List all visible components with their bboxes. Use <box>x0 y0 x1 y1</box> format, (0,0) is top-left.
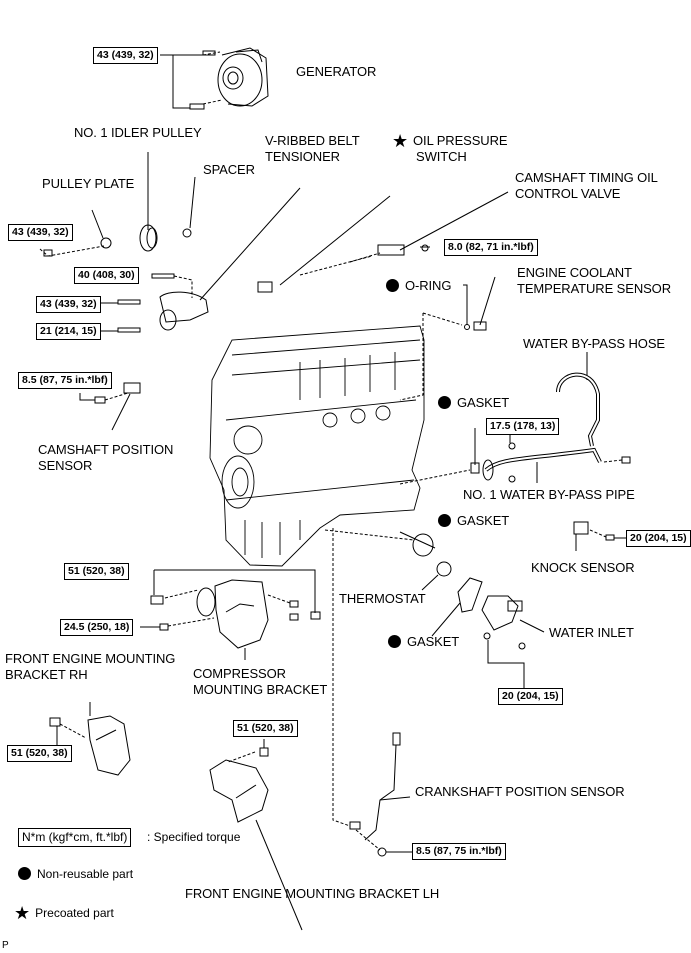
label-belt-tensioner-line2: TENSIONER <box>265 149 340 164</box>
label-crank-pos-sensor: CRANKSHAFT POSITION SENSOR <box>415 784 625 799</box>
precoated-star-icon: ★ <box>392 131 409 151</box>
label-bypass-pipe: NO. 1 WATER BY-PASS PIPE <box>463 487 635 502</box>
label-o-ring-text: O-RING <box>405 278 452 293</box>
label-mount-rh-line2: BRACKET RH <box>5 667 88 682</box>
torque-pulley-plate: 43 (439, 32) <box>8 224 73 241</box>
torque-cam-pos-sensor: 8.5 (87, 75 in.*lbf) <box>18 372 112 389</box>
label-cam-pos-sensor-line1: CAMSHAFT POSITION <box>38 442 174 457</box>
torque-compressor-low: 24.5 (250, 18) <box>60 619 134 636</box>
label-gasket-upper: GASKET <box>438 395 509 411</box>
label-pulley-plate: PULLEY PLATE <box>42 176 135 191</box>
label-water-inlet: WATER INLET <box>549 625 634 640</box>
label-o-ring: O-RING <box>386 278 451 294</box>
legend-torque-desc: : Specified torque <box>147 830 241 844</box>
label-oil-pressure-switch-line2: SWITCH <box>416 149 467 164</box>
label-generator: GENERATOR <box>296 64 377 79</box>
label-knock-sensor: KNOCK SENSOR <box>531 560 635 575</box>
torque-bypass-pipe: 17.5 (178, 13) <box>486 418 560 435</box>
label-compressor-bracket-line2: MOUNTING BRACKET <box>193 682 328 697</box>
non-reusable-dot-icon <box>386 279 399 292</box>
torque-mount-rh: 51 (520, 38) <box>7 745 72 762</box>
torque-tensioner-mid: 43 (439, 32) <box>36 296 101 313</box>
label-oil-pressure-switch: ★ OIL PRESSURE <box>392 131 508 151</box>
torque-tensioner-low: 21 (214, 15) <box>36 323 101 340</box>
label-gasket-mid: GASKET <box>438 513 509 529</box>
torque-water-inlet: 20 (204, 15) <box>498 688 563 705</box>
torque-ocv: 8.0 (82, 71 in.*lbf) <box>444 239 538 256</box>
torque-compressor-top: 51 (520, 38) <box>64 563 129 580</box>
label-spacer: SPACER <box>203 162 255 177</box>
label-coolant-sensor-line1: ENGINE COOLANT <box>517 265 632 280</box>
label-ocv-line2: CONTROL VALVE <box>515 186 621 201</box>
torque-crank-pos-sensor: 8.5 (87, 75 in.*lbf) <box>412 843 506 860</box>
label-compressor-bracket-line1: COMPRESSOR <box>193 666 286 681</box>
label-bypass-hose: WATER BY-PASS HOSE <box>523 336 665 351</box>
legend-precoated-text: Precoated part <box>35 906 114 920</box>
legend-non-reusable-text: Non-reusable part <box>37 867 134 881</box>
label-gasket-lower-text: GASKET <box>407 634 460 649</box>
torque-mount-lh: 51 (520, 38) <box>233 720 298 737</box>
label-oil-pressure-switch-line1: OIL PRESSURE <box>413 133 508 148</box>
label-thermostat: THERMOSTAT <box>339 591 426 606</box>
non-reusable-dot-icon <box>438 396 451 409</box>
non-reusable-dot-icon <box>18 867 31 880</box>
label-gasket-lower: GASKET <box>388 634 459 650</box>
legend-precoated: ★ Precoated part <box>14 903 114 923</box>
label-cam-pos-sensor-line2: SENSOR <box>38 458 93 473</box>
engine-block <box>209 325 425 567</box>
torque-tensioner-top: 40 (408, 30) <box>74 267 139 284</box>
non-reusable-dot-icon <box>438 514 451 527</box>
legend-torque-unit: N*m (kgf*cm, ft.*lbf) <box>18 828 132 847</box>
footer-code: P <box>2 940 9 951</box>
precoated-star-icon: ★ <box>14 903 31 923</box>
label-gasket-mid-text: GASKET <box>457 513 510 528</box>
label-ocv-line1: CAMSHAFT TIMING OIL <box>515 170 658 185</box>
label-coolant-sensor-line2: TEMPERATURE SENSOR <box>517 281 671 296</box>
generator-part <box>217 47 269 107</box>
torque-knock-sensor: 20 (204, 15) <box>626 530 691 547</box>
torque-generator: 43 (439, 32) <box>93 47 158 64</box>
label-mount-lh: FRONT ENGINE MOUNTING BRACKET LH <box>185 886 440 901</box>
label-mount-rh-line1: FRONT ENGINE MOUNTING <box>5 651 176 666</box>
label-belt-tensioner-line1: V-RIBBED BELT <box>265 133 360 148</box>
label-gasket-upper-text: GASKET <box>457 395 510 410</box>
label-idler-pulley: NO. 1 IDLER PULLEY <box>74 125 202 140</box>
legend-non-reusable: Non-reusable part <box>18 867 133 882</box>
non-reusable-dot-icon <box>388 635 401 648</box>
